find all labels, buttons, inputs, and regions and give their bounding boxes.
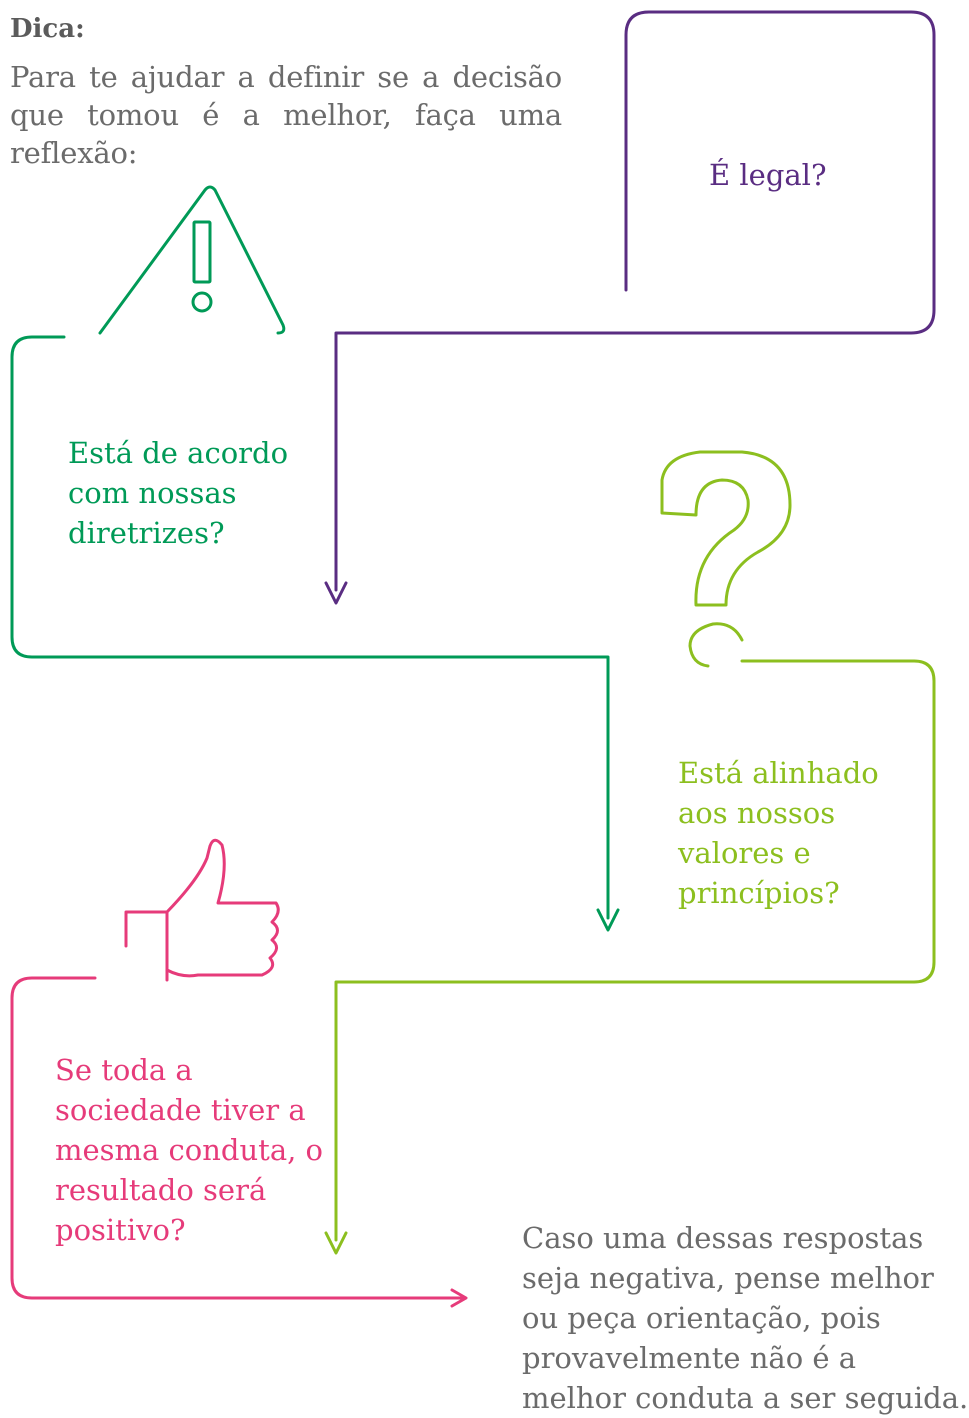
purple-arrowhead <box>324 581 348 605</box>
question-valores: Está alinhado aos nossos valores e princ… <box>678 756 879 910</box>
lime-box-outline <box>334 659 936 1242</box>
green-arrowhead <box>596 908 620 932</box>
question-legal: É legal? <box>709 158 827 192</box>
question-sociedade: Se toda a sociedade tiver a mesma condut… <box>55 1053 324 1247</box>
green-box-outline <box>10 335 610 920</box>
thumbs-up-icon <box>124 838 280 982</box>
lime-arrowhead <box>324 1231 348 1255</box>
pink-box-outline <box>10 976 464 1300</box>
conclusion-text: Caso uma dessas respostas seja negativa,… <box>522 1221 969 1415</box>
tip-body: Para te ajudar a definir se a decisão qu… <box>10 60 562 170</box>
warning-triangle-icon <box>98 185 286 335</box>
tip-title: Dica: <box>10 14 85 44</box>
question-diretrizes: Está de acordo com nossas diretrizes? <box>68 436 289 550</box>
question-mark-icon <box>660 450 792 668</box>
purple-box-outline <box>334 10 936 592</box>
pink-arrowhead <box>450 1288 468 1308</box>
